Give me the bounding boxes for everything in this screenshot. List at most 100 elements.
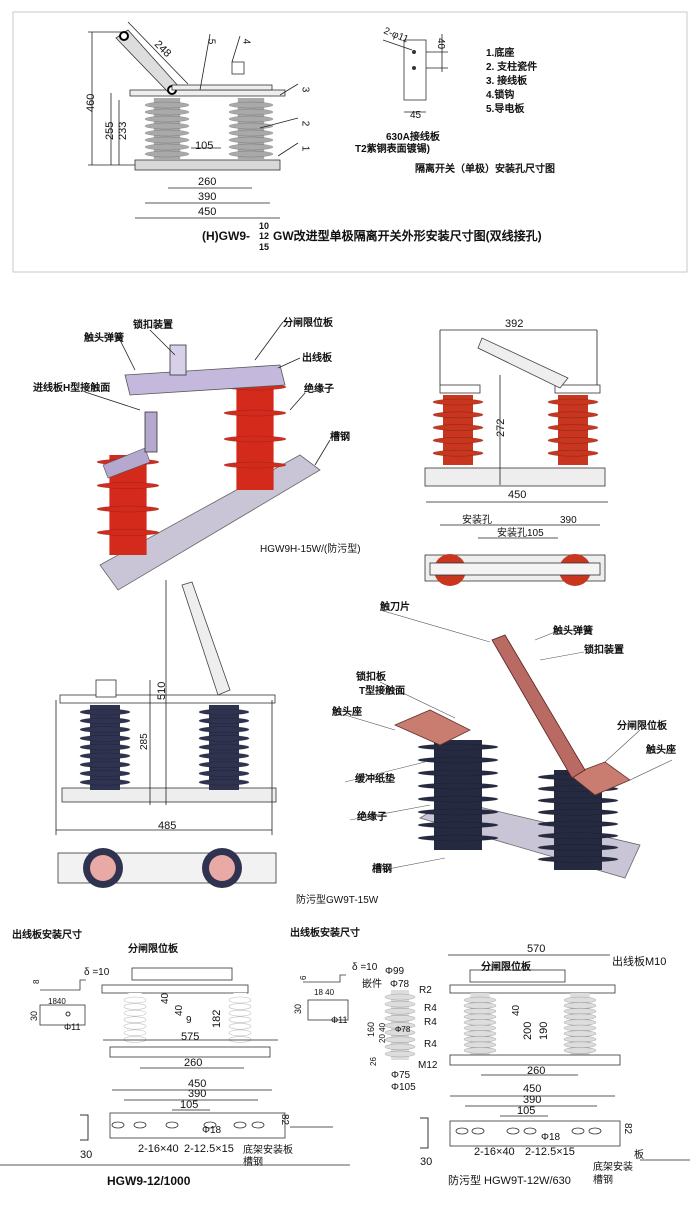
dim-phi75: Φ75 [391,1070,411,1081]
dim-392: 392 [505,318,524,330]
label-channel-steel-2: 槽钢 [372,864,392,875]
label-insert: 嵌件 [362,979,382,990]
insulator-shed [228,108,274,116]
insulator-shed [79,778,131,786]
label-slot-16x40-b: 2-16×40 [474,1146,515,1158]
dim-r4-c: R4 [424,1039,437,1050]
contact-arm [124,364,286,396]
legend-item: 4.锁钩 [486,90,515,101]
label-limit-plate: 分闸限位板 [283,318,333,329]
label-outlet-m10: 出线板M10 [612,956,667,968]
dim-510: 510 [156,681,168,700]
callout-2: 2 [299,120,311,127]
insulator-shed [228,150,274,158]
dim-40-b: 40 [174,1004,185,1016]
plate-dim-40: 40 [435,38,446,50]
dim-260: 260 [198,176,217,188]
insulator-shed [228,136,274,144]
dim-r4-b: R4 [424,1017,437,1028]
insulator-shed [384,1007,416,1015]
leader-line [84,391,141,411]
dim-phi99: Φ99 [385,966,405,977]
label-contact-seat-2: 触头座 [646,745,676,756]
insulator-shed [198,778,250,786]
insulator-core [434,740,482,850]
insulator-shed [547,449,599,457]
dim-390-a: 390 [188,1088,207,1100]
dim-phi78: Φ78 [390,979,410,990]
support-insulator [228,98,274,160]
insulator-shed [228,115,274,123]
dim-26: 26 [369,1057,378,1066]
terminal-bar [129,89,286,97]
label-contact-spring-2: 触头弹簧 [553,626,593,637]
insulator-shed [223,409,287,417]
insulator-shed [96,529,160,536]
leader-line [604,729,641,763]
slot-hole [251,1121,265,1129]
slot-hole [233,1121,247,1129]
base-channel [424,467,606,487]
leader-line [349,804,431,821]
label-contact-spring: 触头弹簧 [84,333,124,344]
insulator-shed [417,743,499,751]
insulator-shed [547,411,599,419]
insulator-top-view-inner [90,855,116,881]
title-main: GW改进型单极隔离开关外形安装尺寸图(双线接孔) [273,229,542,243]
insulator-section-detail [384,990,416,1060]
insulator-shed [123,1016,147,1024]
insulator-shed [198,761,250,768]
title-prefix: (H)GW9- [202,229,250,243]
insulator-shed [228,129,274,137]
insulator-shed [79,770,131,777]
dim-460: 460 [85,93,97,112]
callout-5: 5 [205,38,217,45]
conductive-plate [171,84,273,91]
dim-233: 233 [117,121,129,140]
insulator-shed [384,1000,416,1008]
legend-item: 1.底座 [486,48,515,59]
title-variant-12: 12 [259,231,270,241]
insulator-shed [463,1002,497,1009]
insulator-shed [463,1007,497,1015]
dim-phi78-b: Φ78 [395,1025,411,1034]
dim-255: 255 [104,121,116,140]
blade-bottom [131,967,233,981]
label-cushion: 缓冲纸垫 [355,774,395,785]
leader-line [277,357,301,369]
plate-dim-45: 45 [410,110,422,121]
insulator-shed [463,1030,497,1037]
insulator-shed [432,449,484,457]
insulator-shed [547,424,599,431]
model-gw9t-15w: 防污型GW9T-15W [296,895,379,906]
insulator-shed [198,726,250,733]
base-plate [134,159,281,171]
insulator-shed [79,726,131,733]
support-insulator [144,98,190,160]
insulator-shed [563,1041,597,1049]
dim-18-40: 18 40 [314,988,335,997]
dim-450-side: 450 [508,489,527,501]
title-variant-15: 15 [259,242,270,252]
insulator-shed [417,769,499,777]
leader-line [371,857,446,873]
dim-phi105: Φ105 [391,1082,416,1093]
red-insulator-side [547,395,599,465]
outlet-plate-hole [65,1011,71,1017]
lock-hook [231,61,245,75]
insulator-shed [563,1019,597,1026]
insulator-shed [463,1035,497,1043]
leader-line [289,392,306,411]
dim-272: 272 [495,418,507,437]
blade-bottom-2 [469,969,566,983]
insulator-shed [79,717,131,725]
insulator-outline [228,993,252,1045]
title-variant-10: 10 [259,221,270,231]
dim-160: 160 [366,1021,376,1037]
label-mount-hole-105: 安装孔105 [497,528,544,539]
outlet-plate-side [40,979,86,991]
label-slot-12-5x15-b: 2-12.5×15 [525,1146,575,1158]
label-lock-device-2: 锁扣装置 [584,645,624,656]
leader-line [534,631,556,641]
channel-plan [109,1112,286,1139]
